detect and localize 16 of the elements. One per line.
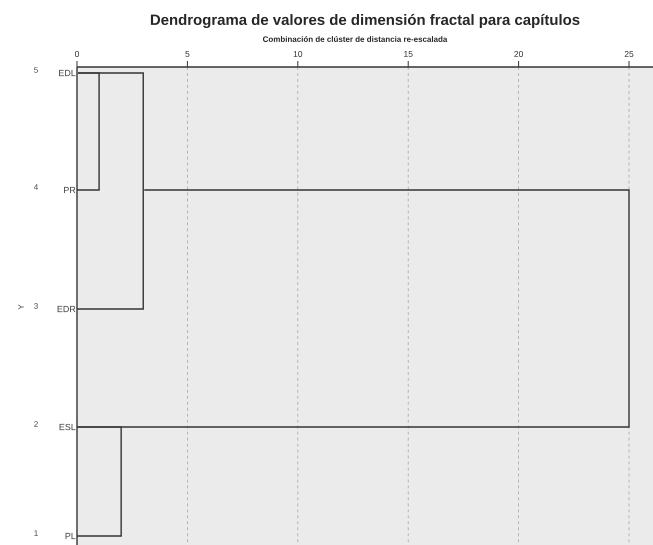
tick-label: 0 (74, 51, 80, 57)
leaf-label: ESL (60, 424, 76, 430)
tick-label: 25 (624, 51, 634, 57)
dendrogram-link (77, 72, 100, 191)
tick-label: 15 (404, 51, 413, 57)
chart-title: Dendrograma de valores de dimensión fractal para capítulos (150, 14, 580, 28)
leaf-label: PL (66, 532, 76, 540)
tick-label: 20 (514, 51, 523, 57)
leaf-label: PR (64, 186, 76, 194)
dendrogram-link (77, 72, 144, 310)
tick-label: 5 (185, 51, 190, 57)
leaf-label: EDR (58, 306, 76, 312)
leaf-label: EDL (59, 70, 76, 76)
dendrogram-link (77, 189, 630, 428)
dendrogram-link (77, 426, 122, 537)
tick-label: 10 (294, 51, 302, 57)
